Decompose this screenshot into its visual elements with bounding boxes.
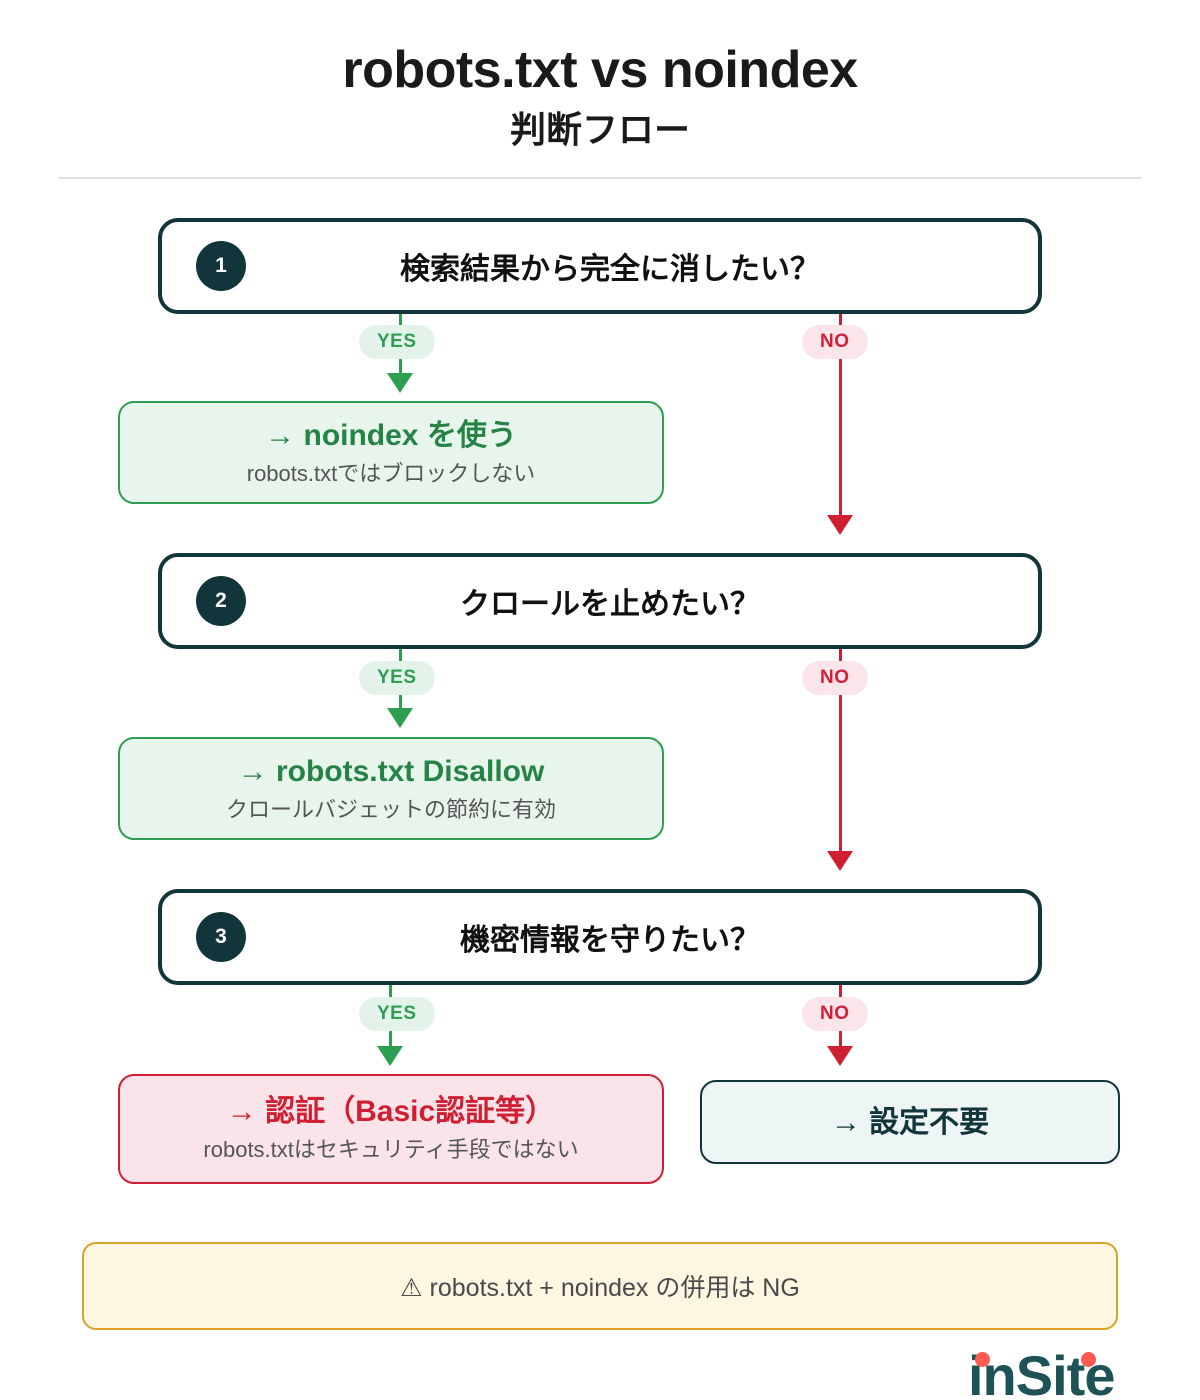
edge-label-no-3: NO <box>802 997 868 1031</box>
warning-note-text: ⚠ robots.txt + noindex の併用は NG <box>400 1274 800 1302</box>
connector-no-2 <box>839 649 842 854</box>
decision-box-3[interactable]: 3 機密情報を守りたい？ <box>158 889 1042 985</box>
step-badge-1: 1 <box>196 241 246 291</box>
decision-box-2[interactable]: 2 クロールを止めたい？ <box>158 553 1042 649</box>
logo-dot-icon-1 <box>975 1352 990 1367</box>
edge-label-no-1: NO <box>802 325 868 359</box>
result-title-3: → 認証（Basic認証等） <box>226 1095 556 1129</box>
edge-label-no-2: NO <box>802 661 868 695</box>
result-title-1: → noindex を使う <box>265 418 517 452</box>
page-title: robots.txt vs noindex <box>342 41 858 99</box>
decision-box-1[interactable]: 1 検索結果から完全に消したい？ <box>158 218 1042 314</box>
arrowhead-no-3 <box>827 1046 853 1066</box>
decision-question-3: 機密情報を守りたい？ <box>460 924 760 957</box>
arrowhead-yes-2 <box>387 708 413 728</box>
result-subtitle-2: クロールバジェットの節約に有効 <box>225 796 556 822</box>
connector-no-1 <box>839 314 842 518</box>
brand-logo: inSite <box>968 1348 1200 1400</box>
edge-label-yes-1: YES <box>359 325 435 359</box>
arrowhead-yes-1 <box>387 373 413 393</box>
result-subtitle-3: robots.txtはセキュリティ手段ではない <box>203 1137 579 1163</box>
result-subtitle-1: robots.txtではブロックしない <box>246 460 536 486</box>
arrowhead-yes-3 <box>377 1046 403 1066</box>
result-box-3[interactable]: → 認証（Basic認証等） robots.txtはセキュリティ手段ではない <box>118 1074 664 1184</box>
decision-question-2: クロールを止めたい？ <box>460 588 760 621</box>
result-title-no-setup: → 設定不要 <box>830 1105 990 1139</box>
header-divider <box>58 177 1142 179</box>
edge-label-yes-3: YES <box>359 997 435 1031</box>
step-badge-2: 2 <box>196 576 246 626</box>
logo-dot-icon-2 <box>1081 1352 1096 1367</box>
step-badge-3: 3 <box>196 912 246 962</box>
page-subtitle: 判断フロー <box>509 109 690 150</box>
result-title-2: → robots.txt Disallow <box>237 754 545 788</box>
arrowhead-no-1 <box>827 515 853 535</box>
result-box-no-setup[interactable]: → 設定不要 <box>700 1080 1120 1164</box>
header: robots.txt vs noindex 判断フロー <box>0 0 1200 148</box>
edge-label-yes-2: YES <box>359 661 435 695</box>
result-box-2[interactable]: → robots.txt Disallow クロールバジェットの節約に有効 <box>118 737 664 840</box>
arrowhead-no-2 <box>827 851 853 871</box>
result-box-1[interactable]: → noindex を使う robots.txtではブロックしない <box>118 401 664 504</box>
warning-note: ⚠ robots.txt + noindex の併用は NG <box>82 1242 1118 1330</box>
decision-question-1: 検索結果から完全に消したい？ <box>400 253 820 286</box>
